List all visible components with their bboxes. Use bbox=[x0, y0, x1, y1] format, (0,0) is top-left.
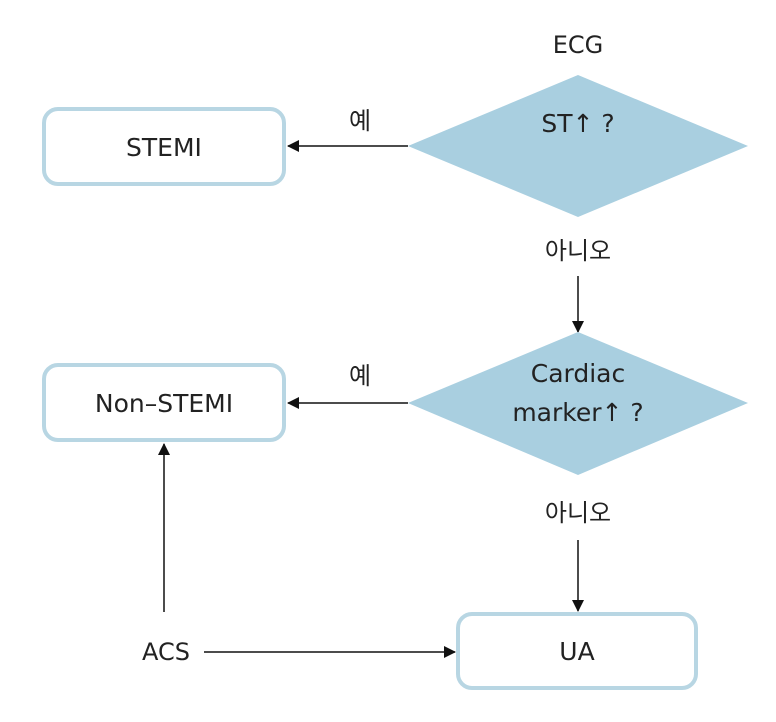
decision-cardiac-marker bbox=[408, 332, 748, 475]
nstemi-box bbox=[42, 363, 286, 442]
stemi-box bbox=[42, 107, 286, 186]
decision-cardiac-marker-line2: marker↑ ? bbox=[512, 398, 643, 427]
nstemi-label: Non–STEMI bbox=[95, 389, 233, 418]
no-label-2: 아니오 bbox=[545, 499, 611, 527]
decision-st-elevation-text: ST↑ ? bbox=[541, 109, 614, 138]
yes-label-1: 예 bbox=[349, 107, 371, 135]
no-label-1: 아니오 bbox=[545, 237, 611, 265]
decision-st-elevation bbox=[408, 75, 748, 217]
decision-cardiac-marker-line1: Cardiac bbox=[531, 359, 626, 388]
ua-label: UA bbox=[559, 637, 594, 666]
acs-label: ACS bbox=[142, 638, 190, 666]
ua-box bbox=[456, 612, 698, 690]
yes-label-2: 예 bbox=[349, 362, 371, 390]
ecg-label: ECG bbox=[553, 31, 604, 59]
stemi-label: STEMI bbox=[126, 133, 202, 162]
